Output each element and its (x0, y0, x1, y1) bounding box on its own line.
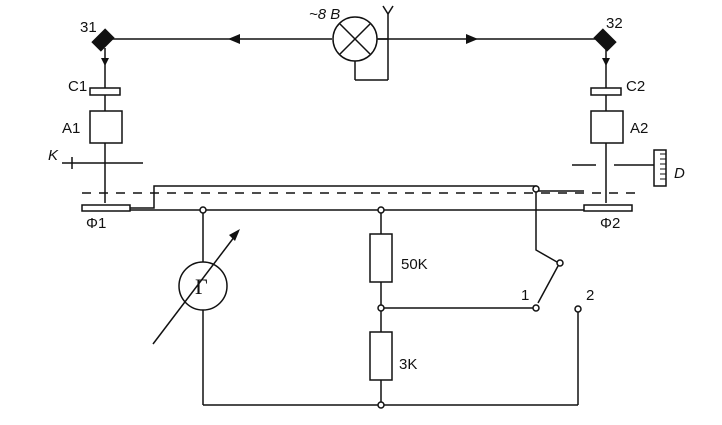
galvanometer-label: Г (195, 274, 208, 299)
arrow-left (228, 34, 240, 44)
r3k-label: 3K (399, 356, 417, 373)
switch-feed-wire (535, 192, 558, 263)
left-down-arrow (101, 58, 109, 66)
a2-label: A2 (630, 120, 648, 137)
node-res-mid (377, 304, 385, 312)
k-label: K (48, 147, 59, 164)
capacitor-c1 (89, 87, 121, 96)
switch-pos2-label: 2 (586, 287, 594, 304)
wire-f1-upper (130, 185, 537, 209)
switch-contact-1 (532, 304, 540, 312)
block-a1 (89, 110, 123, 144)
electrode-left (91, 28, 115, 52)
resistor-50k (369, 233, 393, 283)
electrode-right (593, 28, 617, 52)
galv-arrow-head (229, 229, 240, 241)
a1-label: A1 (62, 120, 80, 137)
galv-variable-arrow (152, 231, 239, 345)
c2-label: C2 (626, 78, 645, 95)
node-res-top (377, 206, 385, 214)
electrode-left-label: 31 (80, 19, 97, 36)
c1-label: C1 (68, 78, 87, 95)
node-galv-top (199, 206, 207, 214)
switch-pivot (556, 259, 564, 267)
switch-contact-2 (574, 305, 582, 313)
switch-pos1-label: 1 (521, 287, 529, 304)
d-scale (653, 149, 667, 187)
photocell-f2 (583, 204, 633, 212)
block-a2 (590, 110, 624, 144)
resistor-3k (369, 331, 393, 381)
arrow-right (466, 34, 478, 44)
node-res-bottom (377, 401, 385, 409)
electrode-right-label: 32 (606, 15, 623, 32)
switch-blade (537, 265, 559, 304)
photocell-f1 (81, 204, 131, 212)
right-down-arrow (602, 58, 610, 66)
f2-label: Φ2 (600, 215, 620, 232)
capacitor-c2 (590, 87, 622, 96)
node-switch-top (532, 185, 540, 193)
f1-label: Φ1 (86, 215, 106, 232)
d-label: D (674, 165, 685, 182)
lamp-source (332, 5, 394, 81)
r50k-label: 50K (401, 256, 428, 273)
source-label: ~8 B (309, 6, 340, 23)
